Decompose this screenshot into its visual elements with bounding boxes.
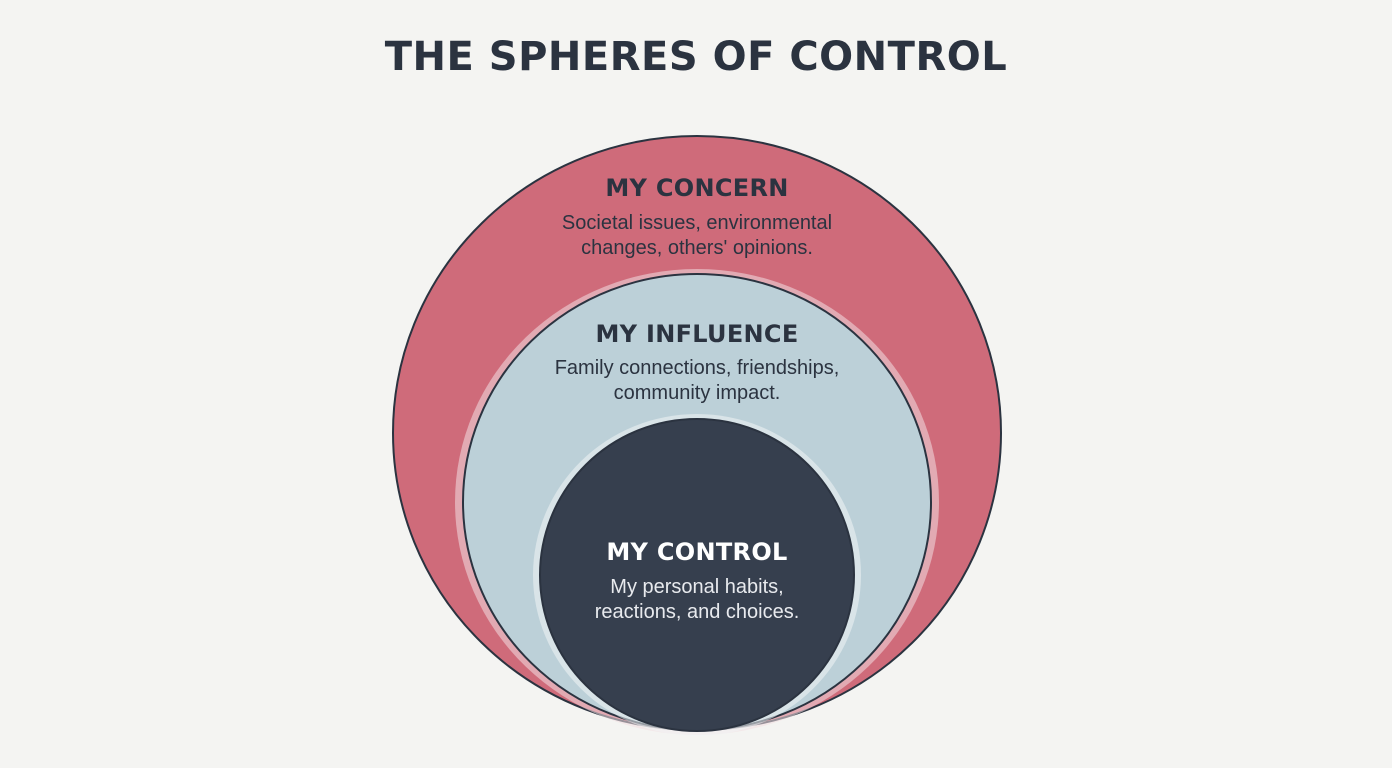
influence-description-line: Family connections, friendships, — [554, 357, 840, 379]
concern-label: MY CONCERN — [605, 174, 789, 202]
control-description: My personal habits, reactions, and choic… — [537, 575, 857, 625]
concern-description-line: Societal issues, environmental — [561, 212, 833, 234]
control-sphere — [539, 418, 855, 732]
control-description-line: reactions, and choices. — [594, 601, 800, 623]
control-description-line: My personal habits, — [610, 576, 784, 598]
concern-description-line: changes, others' opinions. — [581, 237, 813, 259]
control-label: MY CONTROL — [606, 538, 788, 566]
influence-description-line: community impact. — [613, 382, 781, 404]
page-title: THE SPHERES OF CONTROL — [384, 34, 1008, 80]
concern-description: Societal issues, environmental changes, … — [447, 211, 947, 261]
influence-description: Family connections, friendships, communi… — [447, 356, 947, 406]
influence-label: MY INFLUENCE — [595, 320, 799, 348]
